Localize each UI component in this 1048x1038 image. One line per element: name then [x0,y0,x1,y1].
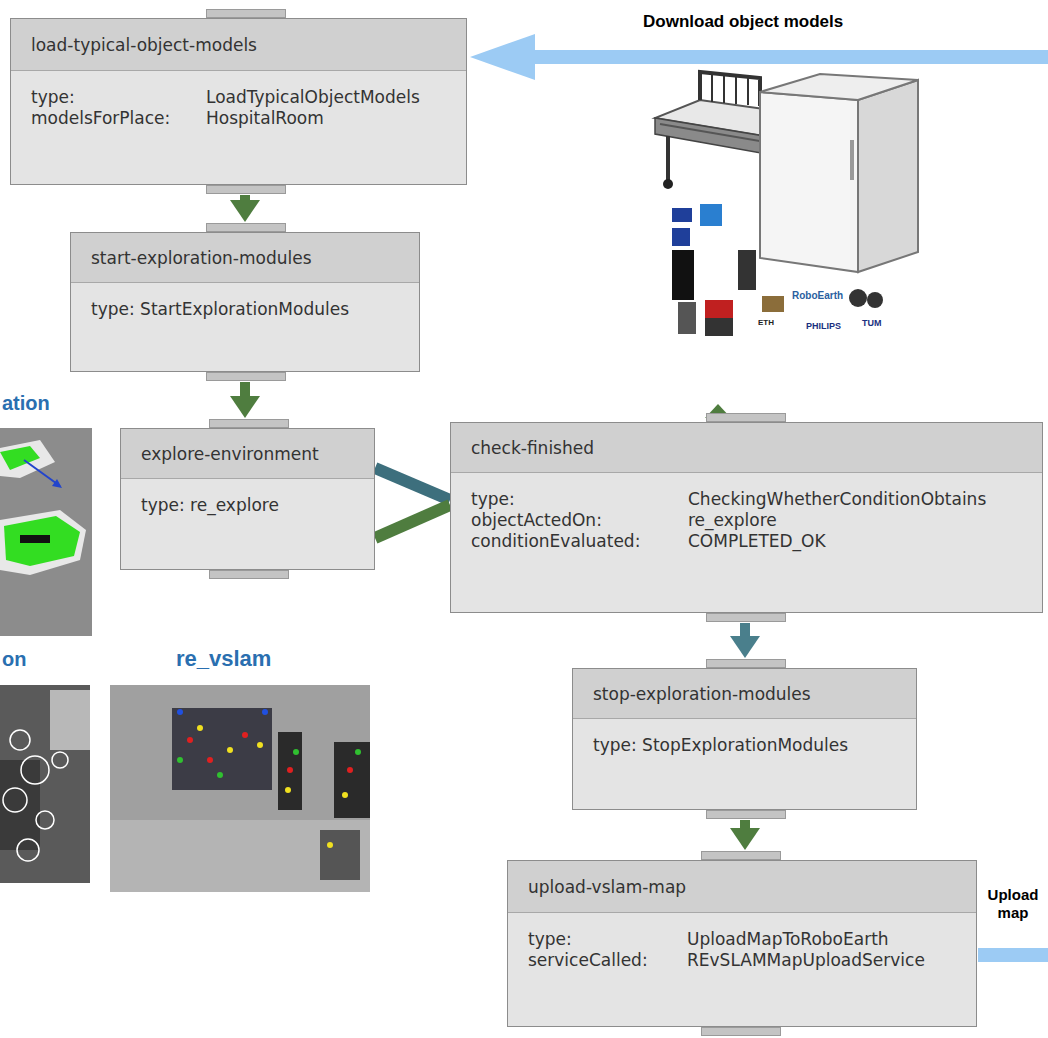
connector-tab [706,613,786,622]
process-box: upload-vslam-map type: UploadMapToRoboEart… [507,860,977,1027]
connector-tab [209,570,289,579]
camera-image [0,685,90,883]
process-box: explore-environment type: re_explore [120,428,375,570]
vslam-image [110,685,370,892]
box-body: type:LoadTypicalObjectModelsmodelsForPla… [11,71,466,139]
property-value: UploadMapToRoboEarth [687,929,889,949]
connector-line [375,505,450,538]
process-box: load-typical-object-models type: LoadTypic… [10,18,467,185]
property-key: objectActedOn: [471,510,678,531]
annotation-label: ation [2,392,50,415]
property-text: type: StartExplorationModules [91,299,349,319]
property-key: type: [31,87,196,108]
connector-tab [706,413,786,422]
annotation-label: re_vslam [176,646,271,672]
connector [230,382,260,418]
annotation-label: RoboEarth [792,290,843,301]
cabinet-illustration [760,74,918,272]
box-title: load-typical-object-models [31,35,257,55]
box-title: start-exploration-modules [91,248,312,268]
connector-tab [209,419,289,428]
property-key: conditionEvaluated: [471,531,678,552]
box-body: type: re_explore [121,479,374,526]
property-value: COMPLETED_OK [688,531,826,551]
arrow-head [730,636,760,658]
annotation-label: on [2,648,26,671]
property-row: type: StartExplorationModules [91,299,399,320]
box-header: explore-environment [121,429,374,479]
connector-tab [701,1027,781,1036]
property-row: type: StopExplorationModules [593,735,896,756]
box-body: type: StopExplorationModules [573,719,916,766]
annotation-label: ETH [758,318,774,327]
property-key: type: [471,489,678,510]
property-key: serviceCalled: [528,950,677,971]
property-row: modelsForPlace: HospitalRoom [31,108,446,129]
process-box: check-finished type: CheckingWhetherCondit… [450,422,1043,613]
connector-line [375,468,450,500]
connector-tab [206,9,286,18]
box-body: type: UploadMapToRoboEarth serviceCalled: R… [508,913,976,981]
property-row: objectActedOn: re_explore [471,510,1022,531]
connector [230,195,260,222]
connector [375,468,450,500]
property-text: type: StopExplorationModules [593,735,848,755]
property-key: modelsForPlace: [31,108,196,129]
box-body: type:CheckingWhetherConditionObtainsobje… [451,473,1042,562]
connector-tab [706,810,786,819]
download-arrow [530,50,1048,64]
property-key: type: [528,929,677,950]
connector [730,623,760,658]
arrow-head [730,828,760,850]
property-row: conditionEvaluated: COMPLETED_OK [471,531,1022,552]
connector-tab [701,851,781,860]
download-arrow-head [470,34,535,80]
box-body: type: StartExplorationModules [71,283,419,330]
annotation-label: Upload map [982,886,1044,922]
box-header: stop-exploration-modules [573,669,916,719]
property-value: re_explore [688,510,777,530]
exploration-map-image [0,428,92,636]
arrow-head [230,200,260,222]
property-row: type: CheckingWhetherConditionObtains [471,489,1022,510]
connector-tab [206,223,286,232]
box-header: load-typical-object-models [11,19,466,71]
property-value: HospitalRoom [206,108,324,128]
upload-arrow [978,948,1048,962]
process-box: stop-exploration-modules type: StopExplor… [572,668,917,810]
annotation-label: Download object models [643,12,843,32]
box-title: explore-environment [141,444,319,464]
box-header: check-finished [451,423,1042,473]
box-title: check-finished [471,438,594,458]
property-row: serviceCalled: REvSLAMMapUploadService [528,950,956,971]
annotation-label: TUM [862,318,882,328]
property-value: LoadTypicalObjectModels [206,87,420,107]
connector-tab [706,659,786,668]
connector-tab [206,185,286,194]
property-row: type: re_explore [141,495,354,516]
property-value: REvSLAMMapUploadService [687,950,925,970]
process-box: start-exploration-modules type: StartExpl… [70,232,420,372]
arrow-head [230,396,260,418]
connector-tab [206,372,286,381]
property-value: CheckingWhetherConditionObtains [688,489,986,509]
connector [375,505,450,538]
logo-collage [672,204,883,336]
box-title: stop-exploration-modules [593,684,811,704]
box-title: upload-vslam-map [528,877,686,897]
box-header: start-exploration-modules [71,233,419,283]
property-row: type: LoadTypicalObjectModels [31,87,446,108]
annotation-label: PHILIPS [806,321,841,331]
connector [730,820,760,850]
box-header: upload-vslam-map [508,861,976,913]
property-row: type: UploadMapToRoboEarth [528,929,956,950]
property-text: type: re_explore [141,495,279,515]
